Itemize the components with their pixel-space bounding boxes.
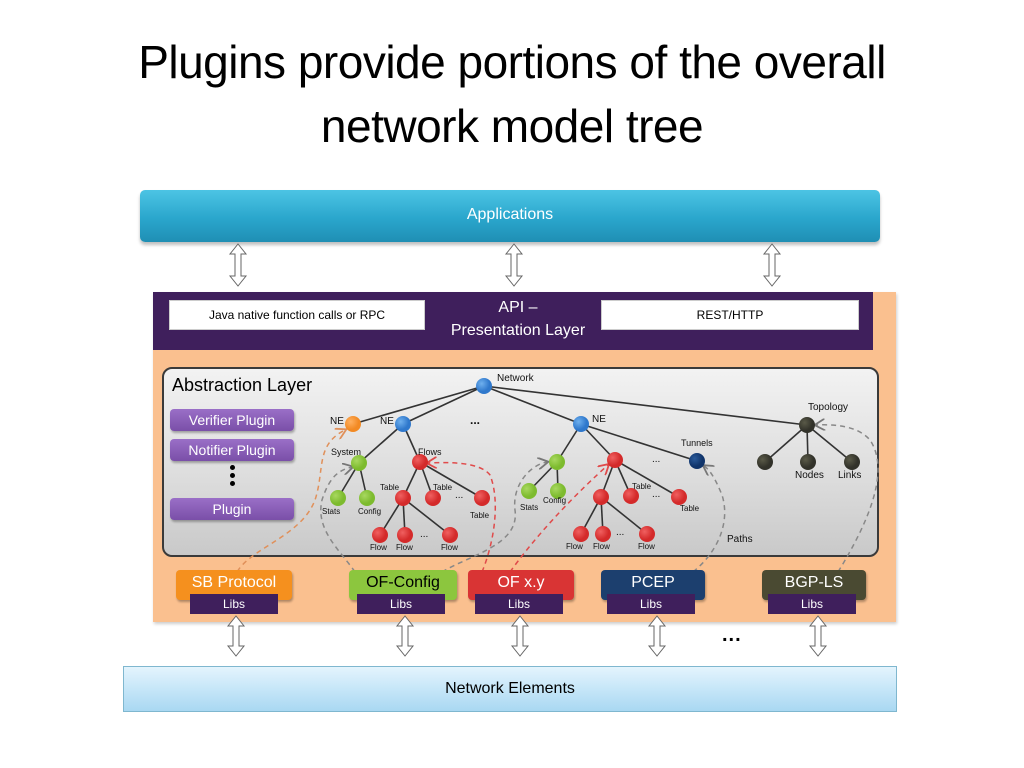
slide-title-line-1: Plugins provide portions of the overall xyxy=(138,36,886,88)
protocol-ofconfig-label: OF-Config xyxy=(366,574,440,591)
more-protocols-ellipsis: ... xyxy=(722,624,742,646)
double-arrow-left-top xyxy=(228,243,248,287)
double-arrow-right-top xyxy=(762,243,782,287)
app-api-arrows xyxy=(228,243,782,287)
more-plugins-ellipsis xyxy=(230,463,236,489)
rest-http-box: REST/HTTP xyxy=(601,300,859,330)
libs-ofconfig: Libs xyxy=(357,594,445,614)
protocol-pcep-label: PCEP xyxy=(631,574,675,591)
libs-sb: Libs xyxy=(190,594,278,614)
abstraction-layer-title: Abstraction Layer xyxy=(172,375,313,395)
protocol-sb-label: SB Protocol xyxy=(191,574,277,591)
api-presentation-layer: Java native function calls or RPC API – … xyxy=(153,292,873,350)
double-arrow-bgpls xyxy=(808,615,828,657)
slide-title-line-2: network model tree xyxy=(320,100,704,152)
generic-plugin: Plugin xyxy=(170,498,294,520)
api-layer-title: API – Presentation Layer xyxy=(423,296,613,342)
verifier-plugin: Verifier Plugin xyxy=(170,409,294,431)
api-title-line-2: Presentation Layer xyxy=(450,322,586,339)
libs-bgpls: Libs xyxy=(768,594,856,614)
abstraction-layer: Abstraction Layer Verifier Plugin Notifi… xyxy=(162,367,879,557)
api-title-line-1: API – xyxy=(498,299,538,316)
double-arrow-ofxy xyxy=(510,615,530,657)
network-elements-layer: Network Elements xyxy=(123,666,897,712)
notifier-plugin: Notifier Plugin xyxy=(170,439,294,461)
double-arrow-sb xyxy=(226,615,246,657)
double-arrow-center-top xyxy=(504,243,524,287)
java-rpc-box: Java native function calls or RPC xyxy=(169,300,425,330)
double-arrow-ofconfig xyxy=(395,615,415,657)
protocol-bgpls-label: BGP-LS xyxy=(784,574,844,591)
protocol-ofxy-label: OF x.y xyxy=(497,574,545,591)
double-arrow-pcep xyxy=(647,615,667,657)
libs-pcep: Libs xyxy=(607,594,695,614)
slide-title: Plugins provide portions of the overall … xyxy=(0,30,1024,158)
applications-layer: Applications xyxy=(140,190,880,242)
libs-ofxy: Libs xyxy=(475,594,563,614)
